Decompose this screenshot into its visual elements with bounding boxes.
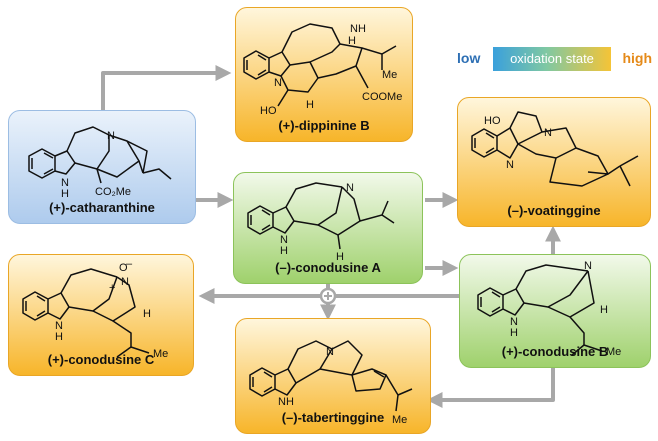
- atom-n-ring: N: [274, 77, 282, 89]
- oxidation-state-legend: low oxidation state high: [457, 47, 652, 71]
- atom-me: Me: [392, 414, 407, 426]
- atom-oh: HO: [260, 105, 277, 117]
- legend-low-label: low: [457, 50, 481, 66]
- atom-h: H: [348, 35, 356, 47]
- atom-o: O: [119, 262, 128, 274]
- legend-gradient-bar: oxidation state: [493, 47, 611, 71]
- atom-ho: HO: [484, 115, 501, 127]
- atom-h: H: [143, 308, 151, 320]
- compound-card-tabertinggine: N NH Me (–)-tabertinggine: [235, 318, 431, 434]
- conodusine-c-structure: O – N + N H H Me: [22, 258, 168, 360]
- compound-name: (+)-dippinine B: [278, 118, 370, 133]
- dippinine-b-structure: NH H Me N HO H COOMe: [243, 23, 402, 117]
- compound-card-conodusine-b: N N H H Me (+)-conodusine B: [459, 254, 651, 368]
- atom-h: H: [600, 304, 608, 316]
- compound-name: (–)-voatinggine: [507, 203, 601, 218]
- arrow-catharanthine-to-dippinine: [101, 65, 232, 110]
- catharanthine-structure: N N H CO₂Me: [28, 126, 172, 200]
- compound-name: (+)-conodusine C: [47, 352, 155, 367]
- atom-h2: H: [306, 99, 314, 111]
- atom-me: Me: [382, 69, 397, 81]
- atom-nh-top: NH: [350, 23, 366, 35]
- compound-card-conodusine-c: O – N + N H H Me (+)-conodusine C: [8, 254, 194, 376]
- atom-nh: N: [506, 159, 514, 171]
- atom-nh: N: [510, 316, 518, 328]
- compound-card-voatinggine: HO N N (–)-voatinggine: [457, 97, 651, 227]
- compound-card-dippinine-b: NH H Me N HO H COOMe (+)-dippinine B: [235, 7, 413, 142]
- atom-nh: NH: [278, 396, 294, 408]
- conodusine-b-structure: N N H H Me: [477, 260, 621, 358]
- compound-card-catharanthine: N N H CO₂Me (+)-catharanthine: [8, 110, 196, 224]
- atom-h-nh: H: [280, 245, 288, 257]
- tabertinggine-structure: N NH Me: [249, 340, 413, 426]
- legend-high-label: high: [622, 50, 652, 66]
- compound-name: (–)-conodusine A: [275, 260, 381, 275]
- compound-name: (–)-tabertinggine: [281, 410, 385, 425]
- atom-n-plus: +: [109, 282, 115, 294]
- atom-me: Me: [153, 348, 168, 360]
- compound-name: (+)-catharanthine: [49, 200, 155, 215]
- atom-coome: COOMe: [362, 91, 402, 103]
- atom-h: H: [336, 251, 344, 263]
- atom-h-nh: H: [510, 327, 518, 339]
- atom-o-minus: –: [126, 258, 133, 270]
- conodusine-a-structure: N N H H: [247, 182, 395, 263]
- atom-n-bridge: N: [326, 346, 334, 358]
- atom-n-bridge: N: [584, 260, 592, 272]
- voatinggine-structure: HO N N: [471, 111, 639, 187]
- atom-h: H: [61, 188, 69, 200]
- compound-name: (+)-conodusine B: [501, 344, 609, 359]
- atom-me: Me: [606, 346, 621, 358]
- atom-n: N: [121, 276, 129, 288]
- atom-n-bridge: N: [107, 130, 115, 142]
- arrow-conodusineB-to-tabertinggine: [426, 368, 555, 408]
- atom-nh: N: [55, 320, 63, 332]
- atom-h-nh: H: [55, 331, 63, 343]
- atom-n-bridge: N: [346, 182, 354, 194]
- atom-ester: CO₂Me: [95, 186, 131, 198]
- atom-nh: N: [280, 234, 288, 246]
- atom-nh: N: [61, 177, 69, 189]
- atom-n-bridge: N: [544, 127, 552, 139]
- branch-node-icon: [319, 287, 337, 305]
- compound-card-conodusine-a: N N H H (–)-conodusine A: [233, 172, 423, 284]
